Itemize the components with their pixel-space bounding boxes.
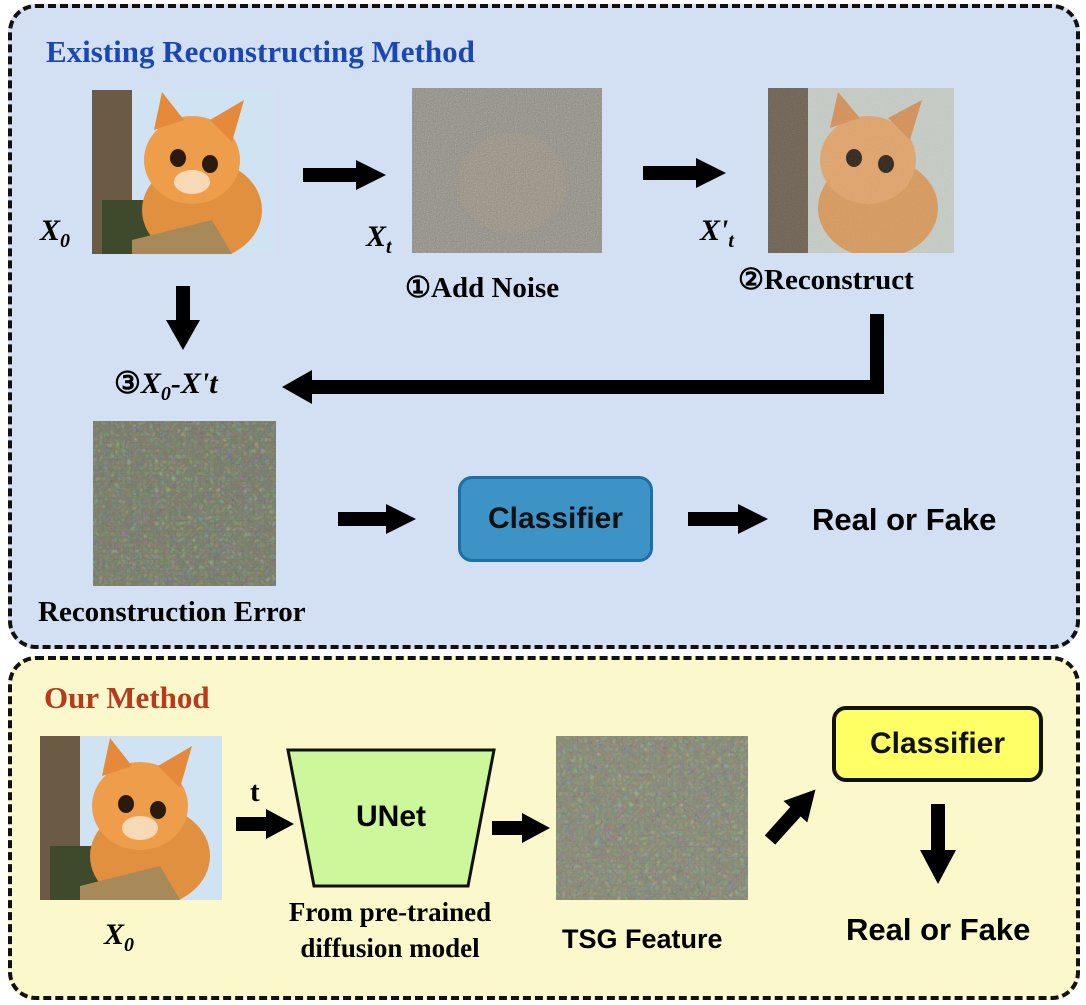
x0-label: X0	[40, 214, 71, 252]
our-method-title: Our Method	[44, 680, 210, 715]
arrow-right-icon	[303, 160, 386, 190]
tsg-feature-map	[556, 736, 748, 900]
error-map	[93, 421, 276, 586]
classifier-box-top: Classifier	[458, 476, 653, 562]
arrow-right-icon	[643, 158, 726, 188]
output-label-top: Real or Fake	[812, 502, 997, 537]
arrow-down-icon	[920, 804, 956, 884]
cat-photo	[92, 90, 274, 254]
noisy-cat-photo	[412, 88, 602, 253]
reconstructed-cat-photo	[768, 88, 954, 253]
xt-label: Xt	[366, 220, 392, 258]
tsg-feature-label: TSG Feature	[562, 924, 723, 954]
arrow-right-icon	[338, 504, 416, 534]
classifier-box-bottom: Classifier	[832, 706, 1043, 782]
arrow-left-icon	[282, 314, 884, 404]
arrow-diagonal-icon	[764, 789, 816, 845]
step-difference: ③X0-X't	[114, 367, 218, 405]
unet-block	[286, 748, 496, 888]
step-add-noise: ①Add Noise	[405, 272, 560, 304]
xpt-label: X't	[700, 214, 734, 252]
arrow-right-icon	[688, 504, 768, 534]
unet-caption: From pre-trained diffusion model	[250, 894, 530, 966]
x0-label-bottom: X0	[104, 918, 135, 956]
unet-label: UNet	[355, 800, 426, 833]
cat-photo-bottom	[40, 736, 222, 900]
output-label-bottom: Real or Fake	[846, 912, 1031, 947]
arrow-down-icon	[166, 286, 200, 350]
reconstruction-error-label: Reconstruction Error	[38, 596, 306, 628]
step-reconstruct: ②Reconstruct	[738, 264, 914, 296]
timestep-label: t	[250, 776, 260, 808]
arrow-right-icon	[492, 813, 550, 843]
unet-caption-line2: diffusion model	[300, 933, 480, 963]
unet-caption-line1: From pre-trained	[288, 897, 492, 927]
arrow-right-icon	[236, 809, 294, 839]
existing-method-title: Existing Reconstructing Method	[46, 34, 475, 69]
